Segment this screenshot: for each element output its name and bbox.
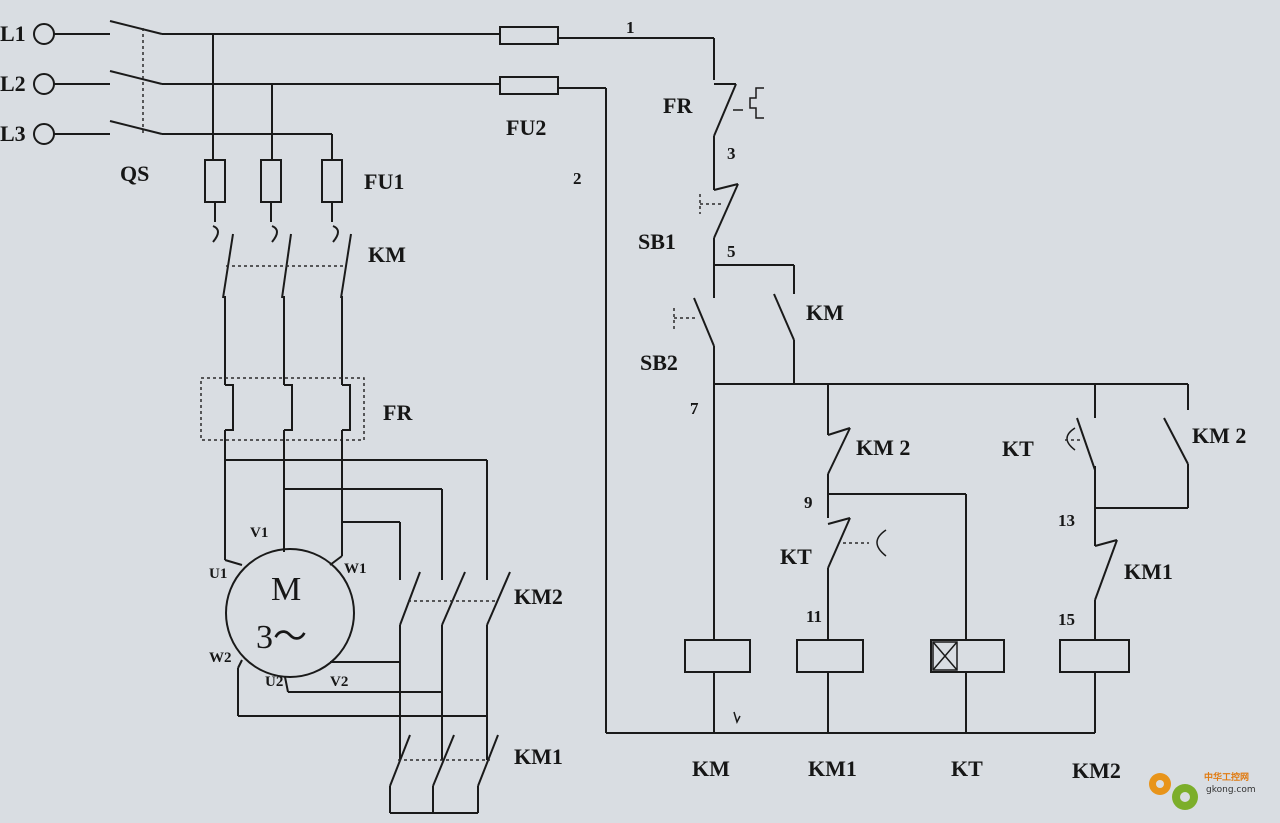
km1-nc-contact: KM1 15 — [1058, 508, 1173, 640]
coil-kt-label: KT — [951, 756, 983, 781]
km-label: KM — [368, 242, 406, 267]
control-wiring: 1 2 — [558, 18, 1095, 734]
coil-km2 — [1059, 639, 1130, 673]
fr-nc-contact: FR 3 — [663, 83, 764, 190]
coils: KM KM1 KT KM2 — [684, 639, 1130, 783]
fr-overload-heaters: FR — [200, 377, 413, 560]
fu1-label: FU1 — [364, 169, 404, 194]
watermark-url: gkong.com — [1206, 785, 1256, 795]
sb1-stop-button: SB1 5 — [638, 183, 739, 298]
terminal-w1: W1 — [344, 561, 367, 577]
km2-hold-label: KM 2 — [1192, 423, 1246, 448]
km2-power-label: KM2 — [514, 584, 563, 609]
kt-nc-contact: KT 11 — [780, 517, 887, 640]
coil-km1 — [796, 639, 864, 673]
supply-bus-wires — [162, 33, 500, 160]
supply-terminals: L1 L2 L3 — [0, 21, 55, 146]
kt-no-label: KT — [1002, 436, 1034, 461]
motor-phase: 3～ — [256, 619, 307, 656]
l2-terminal — [33, 73, 55, 95]
qs-label: QS — [120, 161, 149, 186]
km1-star-contacts: KM1 — [389, 734, 563, 814]
node-7-bus — [714, 383, 1189, 410]
fu1-fuses: FU1 — [204, 159, 404, 222]
gear-icon — [1149, 773, 1198, 810]
kt-no-contact: KT — [1002, 384, 1096, 508]
watermark-cn: 中华工控网 — [1204, 771, 1249, 783]
terminal-w2: W2 — [209, 650, 232, 666]
wire-1: 1 — [626, 18, 635, 37]
coil-km — [684, 639, 751, 673]
km2-feed-wires — [225, 459, 488, 580]
l2-label: L2 — [0, 71, 26, 96]
coil-km-label: KM — [692, 756, 730, 781]
l3-label: L3 — [0, 121, 26, 146]
wire-9: 9 — [804, 493, 813, 512]
fr-power-label: FR — [383, 400, 413, 425]
wire-15: 15 — [1058, 610, 1075, 629]
l3-terminal — [33, 123, 55, 145]
terminal-v1: V1 — [250, 525, 268, 541]
sb2-label: SB2 — [640, 350, 678, 375]
wire-11: 11 — [806, 607, 822, 626]
gkong-watermark: 中华工控网 gkong.com — [1149, 771, 1256, 810]
wire-2: 2 — [573, 169, 582, 188]
qs-switch: QS — [54, 20, 163, 186]
l1-terminal — [33, 23, 55, 45]
kt-nc-label: KT — [780, 544, 812, 569]
coil-kt — [930, 639, 1005, 673]
motor-circle — [225, 548, 355, 678]
coil-km1-label: KM1 — [808, 756, 857, 781]
km1-power-label: KM1 — [514, 744, 563, 769]
terminal-u2: U2 — [265, 674, 283, 690]
sb1-label: SB1 — [638, 229, 676, 254]
motor-symbol: M — [271, 571, 301, 608]
km2-hold-contact: KM 2 13 — [1058, 417, 1246, 530]
wire-13: 13 — [1058, 511, 1075, 530]
motor: M 3～ U1 V1 W1 W2 U2 V2 — [209, 525, 487, 717]
fu2-label: FU2 — [506, 115, 546, 140]
coil-km2-label: KM2 — [1072, 758, 1121, 783]
terminal-v2: V2 — [330, 674, 348, 690]
node-9-to-kt — [828, 493, 967, 640]
km-hold-label: KM — [806, 300, 844, 325]
km2-nc-contact: KM 2 9 — [804, 384, 910, 518]
km-hold-contact: KM — [773, 265, 844, 384]
sb2-start-button: SB2 7 — [640, 264, 794, 640]
km2-delta-contacts: KM2 — [399, 571, 563, 760]
fu2-fuses: FU2 — [499, 26, 559, 140]
km1-nc-label: KM1 — [1124, 559, 1173, 584]
wire-7: 7 — [690, 399, 699, 418]
terminal-u1: U1 — [209, 566, 227, 582]
l1-label: L1 — [0, 21, 26, 46]
fr-control-label: FR — [663, 93, 693, 118]
km2-nc-label: KM 2 — [856, 435, 910, 460]
wire-5: 5 — [727, 242, 736, 261]
km-main-contacts: KM — [212, 225, 406, 385]
wire-3: 3 — [727, 144, 736, 163]
